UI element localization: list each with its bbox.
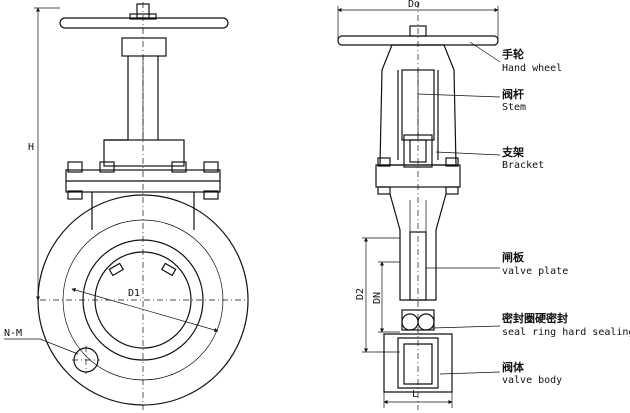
front-view xyxy=(4,2,249,410)
nm-leader xyxy=(4,338,79,355)
dim-label-h: H xyxy=(28,142,34,153)
callout-valve-plate: 闸板 valve plate xyxy=(502,250,568,277)
front-hand-wheel xyxy=(59,3,229,29)
callout-valve-body: 阀体 valve body xyxy=(502,360,562,386)
callout-bracket-cn: 支架 xyxy=(501,145,524,159)
callout-bracket: 支架 Bracket xyxy=(501,145,544,171)
dim-label-d1: D1 xyxy=(128,288,140,299)
dim-label-nm: N-M xyxy=(4,328,22,339)
callout-seal-ring-en: seal ring hard sealing xyxy=(502,327,630,338)
side-view xyxy=(337,2,501,410)
front-body-neck xyxy=(91,192,195,230)
dim-label-d2: D2 xyxy=(355,288,366,300)
callout-valve-body-cn: 阀体 xyxy=(502,360,525,374)
d1-dimension-line xyxy=(71,287,219,333)
callout-hand-wheel-cn: 手轮 xyxy=(502,47,524,61)
callout-valve-plate-en: valve plate xyxy=(502,266,568,277)
callout-seal-ring-cn: 密封圈硬密封 xyxy=(502,311,568,325)
dim-label-l: L xyxy=(412,389,418,400)
side-bracket xyxy=(375,44,461,195)
front-bolt xyxy=(67,161,219,200)
callout-valve-plate-cn: 闸板 xyxy=(502,250,525,264)
callout-bracket-en: Bracket xyxy=(502,160,544,171)
callout-stem: 阀杆 Stem xyxy=(502,87,526,113)
front-yoke xyxy=(103,37,185,167)
leader-lines xyxy=(417,41,501,375)
dim-label-do: Do xyxy=(408,0,420,10)
callout-valve-body-en: valve body xyxy=(502,375,562,386)
callout-stem-cn: 阀杆 xyxy=(502,87,524,101)
callout-hand-wheel-en: Hand wheel xyxy=(502,63,562,74)
callout-hand-wheel: 手轮 Hand wheel xyxy=(502,47,562,74)
dim-label-dn: DN xyxy=(372,292,383,304)
callout-stem-en: Stem xyxy=(502,102,526,113)
front-bonnet xyxy=(65,161,221,200)
side-seal-ring xyxy=(401,309,435,331)
callout-seal-ring: 密封圈硬密封 seal ring hard sealing xyxy=(502,311,630,338)
side-valve-plate xyxy=(389,193,447,301)
